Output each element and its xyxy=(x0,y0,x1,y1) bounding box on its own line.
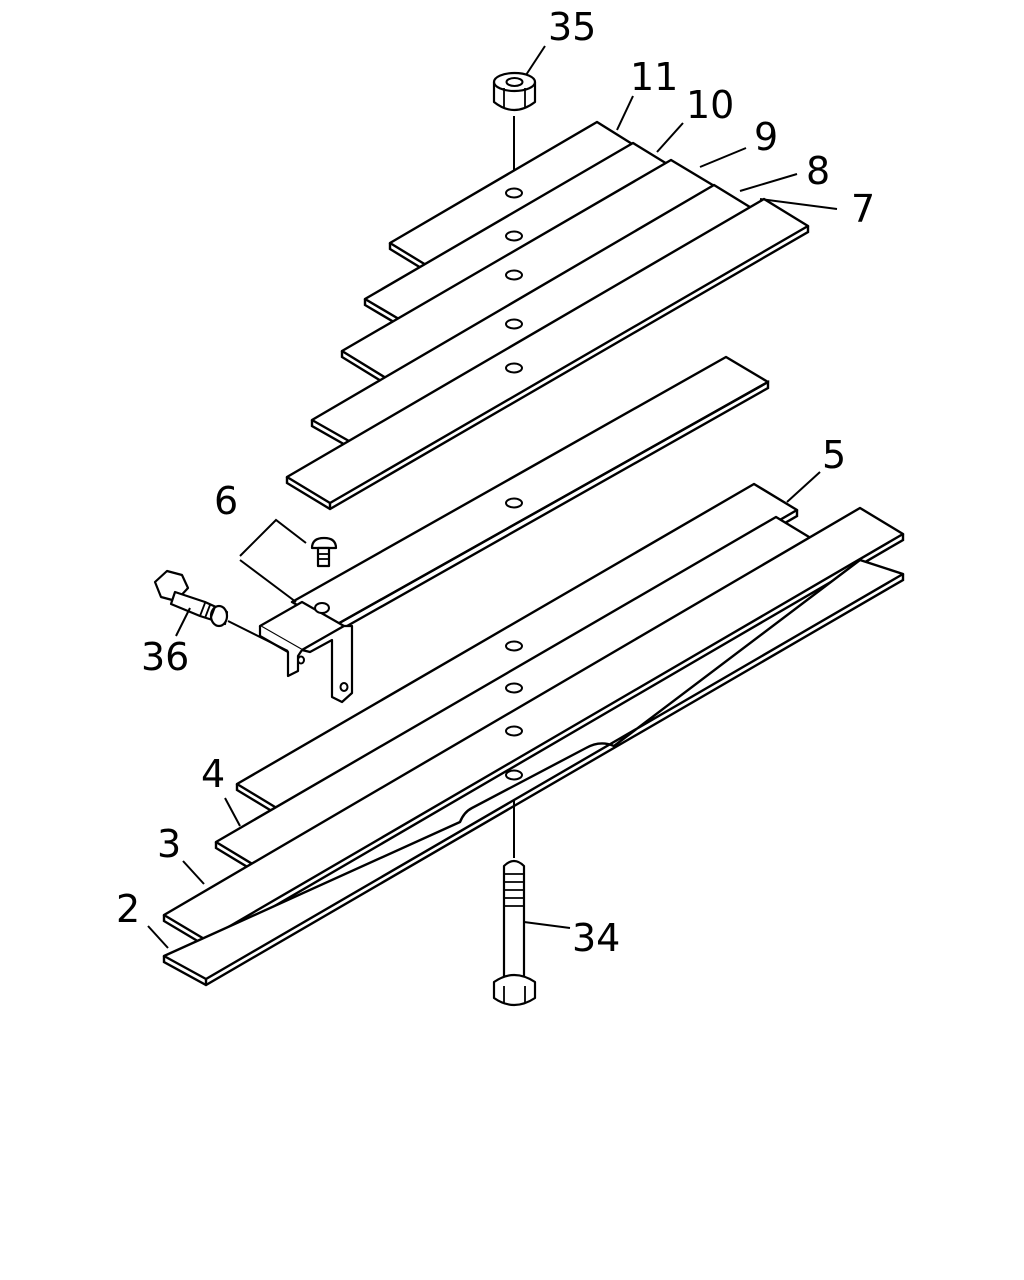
spring-clip-6 xyxy=(258,600,354,704)
bolt-36 xyxy=(153,569,229,628)
callout-8: 8 xyxy=(806,149,830,193)
callout-7: 7 xyxy=(851,187,875,231)
callout-10: 10 xyxy=(686,83,734,127)
nut-35 xyxy=(492,71,537,112)
spring-leaf-7 xyxy=(285,197,810,511)
callout-3: 3 xyxy=(157,822,181,866)
callout-9: 9 xyxy=(754,115,778,159)
bolt-36-axis xyxy=(227,620,289,652)
center-bolt-34 xyxy=(492,859,537,1007)
callout-11: 11 xyxy=(630,55,678,99)
callout-35: 35 xyxy=(548,5,596,49)
callout-5: 5 xyxy=(822,433,846,477)
leader-lines xyxy=(147,45,838,949)
rivet xyxy=(310,536,338,568)
spring-leaf-4 xyxy=(214,515,821,876)
spring-leaf-2 xyxy=(162,558,905,987)
callout-4: 4 xyxy=(201,752,225,796)
callout-2: 2 xyxy=(116,887,140,931)
callout-6: 6 xyxy=(214,479,238,523)
callout-34: 34 xyxy=(572,916,620,960)
spring-leaf-3 xyxy=(162,506,905,948)
callout-36: 36 xyxy=(141,635,189,679)
